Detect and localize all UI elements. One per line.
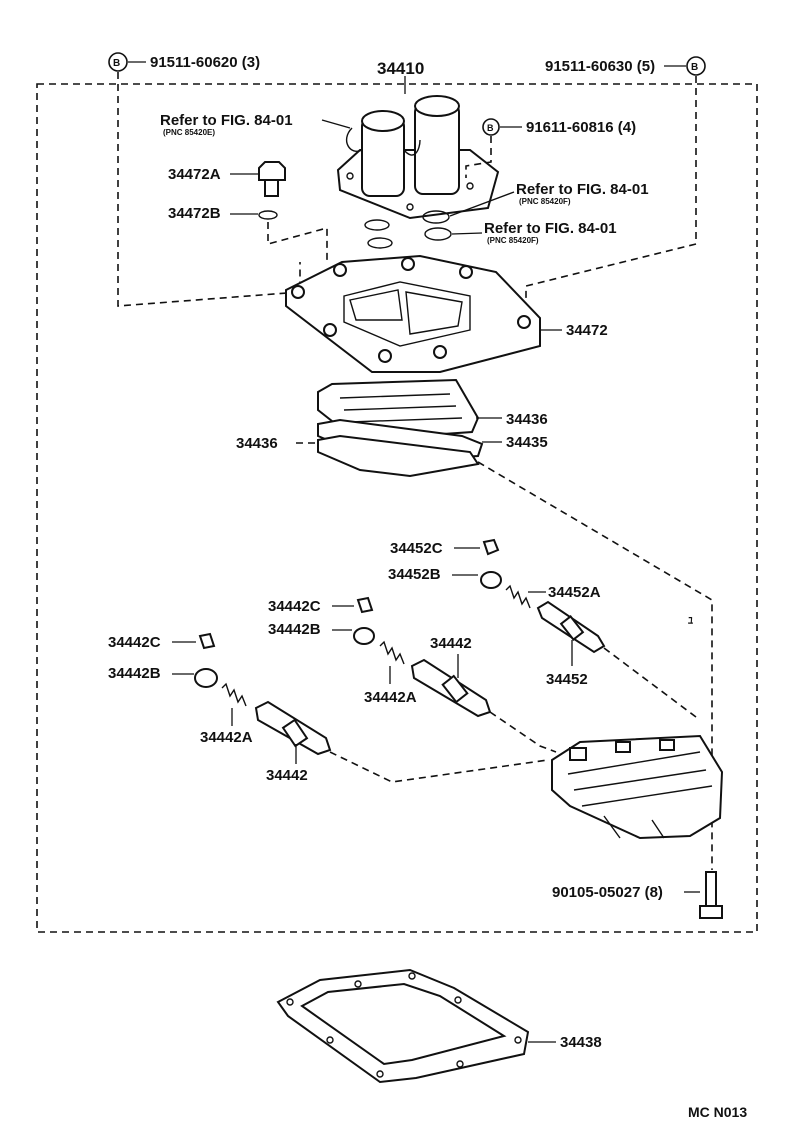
refer-2-label: Refer to FIG. 84-01 [516,181,649,198]
label-34442-left: 34442 [266,767,308,784]
label-34435: 34435 [506,434,548,451]
plug-34452C: 34452C [390,538,500,557]
left-bolt-label: 91511-60620 (3) [150,54,260,71]
label-34442-mid: 34442 [430,635,472,652]
right-bolt-label: 91511-60630 (5) [545,58,655,75]
solenoid-assembly [336,95,500,220]
plug-34442B-left: 34442B [108,665,218,688]
label-34442A-left: 34442A [200,729,253,746]
solenoid-bolt-label: 91611-60816 (4) [526,119,636,136]
label-34472B: 34472B [168,205,221,222]
ref-marker-icon [482,118,500,136]
ref-marker-icon [108,52,128,72]
guide-mark: ﾕ [688,616,693,627]
label-34442C-left: 34442C [108,634,161,651]
plug-34452B: 34452B [388,566,502,589]
ref-marker-letter: B [113,58,120,69]
refer-callout-1: Refer to FIG. 84-01 (PNC 85420E) [160,112,351,137]
label-34442B-left: 34442B [108,665,161,682]
label-34452B: 34452B [388,566,441,583]
refer-callout-3: Refer to FIG. 84-01 (PNC 85420F) [451,220,617,245]
plug-34442B-mid: 34442B [268,621,375,645]
spring-34442A-left: 34442A [200,682,253,746]
label-34442B-mid: 34442B [268,621,321,638]
left-bolt-callout: B 91511-60620 (3) [108,52,301,307]
solenoid-bolt-callout: B 91611-60816 (4) [465,118,636,178]
pan-gasket-34438 [276,968,530,1084]
assembly-number: 34410 [377,59,424,78]
label-34442A-mid: 34442A [364,689,417,706]
refer-3-label: Refer to FIG. 84-01 [484,220,617,237]
gasket-34436-lower [317,434,480,478]
label-34472: 34472 [566,322,608,339]
label-34436-left: 34436 [236,435,278,452]
cover-plate-34472 [285,254,541,373]
label-34438: 34438 [560,1034,602,1051]
bolt-34472A: 34472A [168,161,286,197]
spring-34442A-mid: 34442A [364,640,417,706]
label-34452A: 34452A [548,584,601,601]
assembly-boundary [36,76,758,933]
o-rings [364,210,452,249]
refer-2-pnc: (PNC 85420F) [519,197,571,206]
refer-1-label: Refer to FIG. 84-01 [160,112,293,129]
label-34452C: 34452C [390,540,443,557]
valve-34442-mid: 34442 [410,635,557,753]
ref-marker-letter: B [487,123,494,133]
label-34452: 34452 [546,671,588,688]
spring-34452A: 34452A [505,584,601,609]
refer-callout-2: Refer to FIG. 84-01 (PNC 85420F) [449,181,649,217]
right-bolt-callout: 91511-60630 (5) B [525,56,706,312]
valve-34442-left: 34442 [254,700,549,784]
valve-34452: 34452 [536,600,701,721]
lower-valve-body [551,734,724,840]
plug-34442C-mid: 34442C [268,596,374,615]
label-34442C-mid: 34442C [268,598,321,615]
ref-marker-icon [686,56,706,76]
refer-3-pnc: (PNC 85420F) [487,236,539,245]
body-bolt-callout: 90105-05027 (8) [552,871,723,919]
refer-1-pnc: (PNC 85420E) [163,128,215,137]
label-34436-right: 34436 [506,411,548,428]
ref-marker-letter: B [691,62,698,73]
figure-code: MC N013 [688,1104,747,1120]
label-34472A: 34472A [168,166,221,183]
washer-34472B: 34472B [168,205,328,262]
plug-34442C-left: 34442C [108,632,216,651]
body-bolt-label: 90105-05027 (8) [552,884,663,901]
